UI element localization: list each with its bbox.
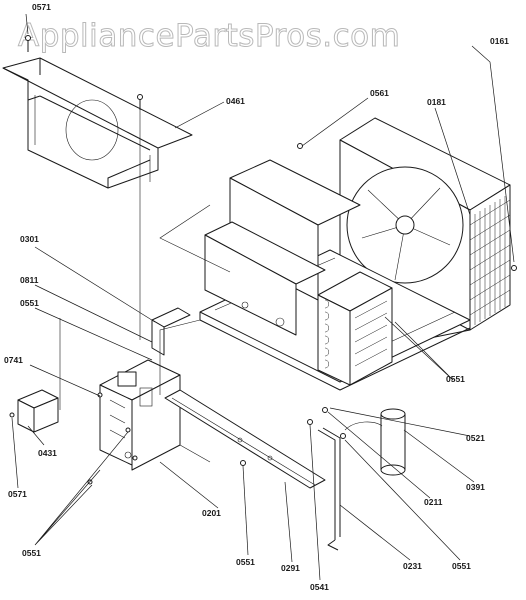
part-label: 0551: [236, 557, 255, 567]
part-label: 0741: [4, 355, 23, 365]
part-label: 0551: [452, 561, 471, 571]
part-label: 0231: [403, 561, 422, 571]
screws: [9, 35, 517, 485]
top-cover-shroud: [2, 57, 193, 189]
part-label: 0181: [427, 97, 446, 107]
part-label: 0541: [310, 582, 329, 592]
assembly-guide-lines: [59, 110, 231, 463]
run-capacitor: [344, 408, 406, 476]
part-label: 0561: [370, 88, 389, 98]
drain-tube: [317, 427, 341, 551]
part-label: 0201: [202, 508, 221, 518]
part-label: 0551: [446, 374, 465, 384]
mounting-bracket: [151, 307, 191, 356]
part-label: 0571: [8, 489, 27, 499]
watermark: AppliancePartsPros.com: [18, 18, 400, 54]
part-label: 0811: [20, 275, 39, 285]
part-label: 0211: [424, 497, 443, 507]
condenser-fins: [469, 196, 511, 325]
part-label: 0301: [20, 234, 39, 244]
part-label: 0291: [281, 563, 300, 573]
blower-partition: [204, 159, 361, 336]
part-label: 0551: [22, 548, 41, 558]
condenser-coil-assembly: [299, 117, 511, 341]
part-label: 0571: [32, 2, 51, 12]
part-label: 0431: [38, 448, 57, 458]
part-label: 0161: [490, 36, 509, 46]
capacitor-bracket: [17, 389, 59, 433]
part-label: 0521: [466, 433, 485, 443]
part-label: 0461: [226, 96, 245, 106]
part-labels: 0571 0161 0461 0561 0181 0301 0811 0551 …: [4, 2, 509, 592]
part-label: 0551: [20, 298, 39, 308]
control-box: [99, 359, 181, 471]
evaporator-coil: [317, 271, 393, 386]
leader-lines: [11, 13, 515, 581]
front-rail: [164, 389, 326, 489]
part-label: 0391: [466, 482, 485, 492]
